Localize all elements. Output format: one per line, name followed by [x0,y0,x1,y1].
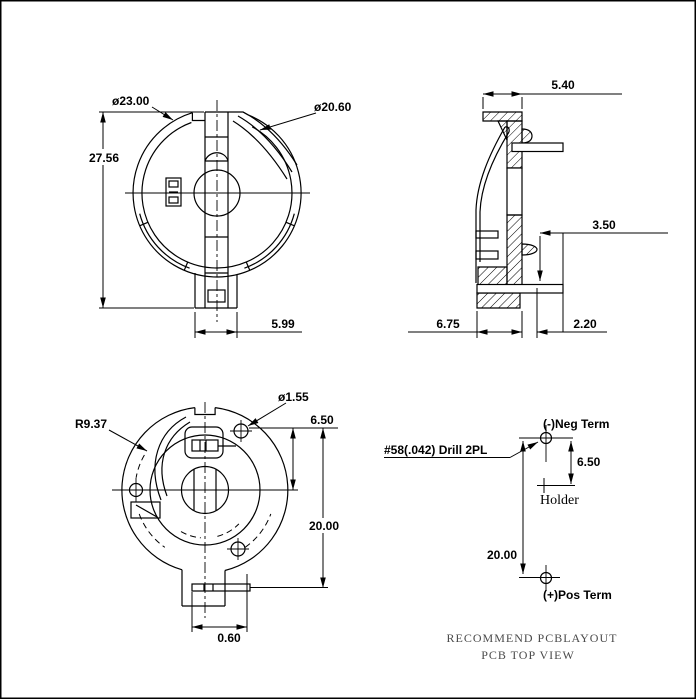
rim-arc-left [139,213,190,269]
neg-terminal-pin [511,142,564,153]
dim-pin-extension: 2.20 [573,317,597,331]
terminal-slot [191,583,251,592]
leader-corner-radius [108,429,148,452]
pos-pad-hole [519,565,560,591]
drill-note-label: #58(.042) Drill 2PL [384,443,487,457]
spring-curve [232,120,288,180]
dim-tab-width: 5.99 [271,317,295,331]
dim-hole-offset: 6.50 [310,413,334,427]
leader-hole-diameter [247,402,287,427]
stamp-mark [165,177,182,207]
dim-inner-diameter: ø20.60 [314,100,352,114]
spring-curve [242,111,298,166]
spring-spiral [161,421,191,497]
spring-curve [237,115,293,173]
side-section-view: 5.40 3.50 6.75 2.20 [408,78,668,338]
top-notch-left [191,112,205,122]
dim-corner-radius: R9.37 [75,417,107,431]
spring-spiral [154,416,187,501]
neg-pad-hole [519,425,573,462]
section-base [476,292,521,309]
dim-pad-offset: 6.50 [577,455,601,469]
holder-label: Holder [540,493,579,508]
dim-slot-offset: 0.60 [217,631,241,645]
caption-line1: RECOMMEND PCBLAYOUT [447,631,618,645]
dim-base-depth: 6.75 [436,317,460,331]
pcb-layout-view: (-)Neg Term #58(.042) Drill 2PL 6.50 Hol… [384,417,618,662]
tab-hole [207,289,226,303]
front-view: 27.56 ø23.00 ø20.60 5.99 [83,94,352,338]
mount-hole [230,420,252,442]
spring-profile [475,126,506,283]
rim-arc-right [244,213,295,269]
center-boss-circle [193,169,241,217]
lower-nub [521,243,538,256]
dim-pin-standoff: 3.50 [592,218,616,232]
top-notch [194,407,216,416]
dim-hole-diameter: ø1.55 [278,390,309,404]
pos-terminal-pin [476,283,564,294]
side-lug [130,501,161,519]
dim-top-width: 5.40 [551,78,575,92]
neg-terminal-label: (-)Neg Term [543,417,609,431]
caption-line2: PCB TOP VIEW [481,648,575,662]
outer-circle [132,112,302,278]
section-flange [482,111,523,122]
dim-terminal-pitch: 20.00 [309,519,339,533]
outer-circle [215,407,289,572]
outer-circle [121,407,195,571]
dim-overall-height: 27.56 [89,151,119,165]
leader-outer-diameter [151,106,174,121]
dim-pcb-pitch: 20.00 [487,548,517,562]
upper-nub [521,128,533,144]
leader-inner-diameter [259,112,317,131]
mount-hole [227,538,249,560]
contact-window [184,426,224,459]
section-lower-wall [506,214,523,286]
spring-profile [479,131,510,262]
inner-circle [141,121,293,269]
pos-terminal-label: (+)Pos Term [543,588,612,602]
bottom-view: R9.37 ø1.55 6.50 20.00 0.60 [75,390,346,645]
section-window [506,167,523,216]
leader-drill-note [509,441,539,458]
dim-outer-diameter: ø23.00 [112,94,150,108]
contact-dome [204,152,229,162]
